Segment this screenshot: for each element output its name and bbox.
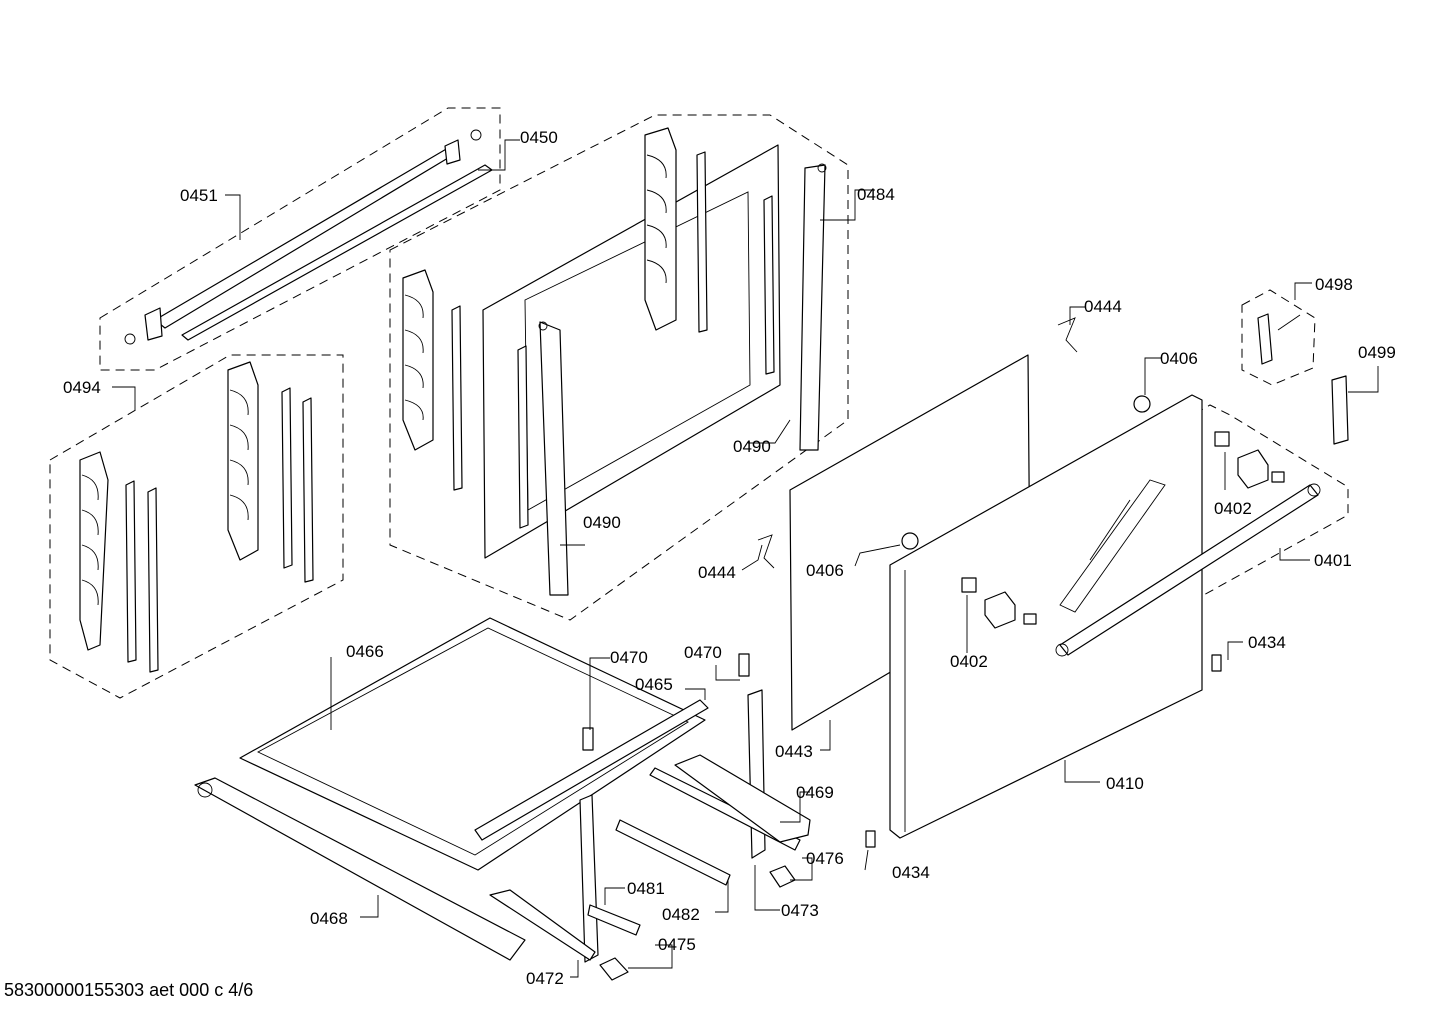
runner-0490-left — [538, 321, 569, 596]
tray-0466 — [239, 617, 709, 871]
label-0434-bottom: 0434 — [892, 863, 930, 882]
label-0475: 0475 — [658, 935, 696, 954]
rail-0451 — [124, 129, 482, 345]
label-0410: 0410 — [1106, 774, 1144, 793]
part-labels: 0451 0450 0484 0494 0490 0490 0444 0444 … — [63, 128, 1396, 988]
label-0490-left: 0490 — [583, 513, 621, 532]
label-0406-right: 0406 — [1160, 349, 1198, 368]
inner-frame-0484 — [402, 127, 781, 559]
label-0494: 0494 — [63, 378, 101, 397]
shelf-support-0494-left — [79, 451, 159, 673]
door-panel-0410 — [889, 394, 1203, 839]
group-outline-0451 — [99, 107, 501, 371]
label-0444-top: 0444 — [1084, 297, 1122, 316]
bracket-0470 — [582, 653, 750, 751]
rail-0450 — [181, 164, 493, 341]
label-0469: 0469 — [796, 783, 834, 802]
label-0444-left: 0444 — [698, 563, 736, 582]
label-0481: 0481 — [627, 879, 665, 898]
label-0443: 0443 — [775, 742, 813, 761]
label-0402-right: 0402 — [1214, 499, 1252, 518]
label-0490-right: 0490 — [733, 437, 771, 456]
label-0484: 0484 — [857, 185, 895, 204]
label-0498: 0498 — [1315, 275, 1353, 294]
strip-0499 — [1331, 375, 1349, 445]
clips-0434 — [865, 654, 1222, 848]
label-0406-left: 0406 — [806, 561, 844, 580]
slide-rail-0468 — [194, 777, 526, 961]
document-id-footer: 58300000155303 aet 000 c 4/6 — [4, 980, 254, 1000]
label-0401: 0401 — [1314, 551, 1352, 570]
rail-0482 — [615, 819, 731, 886]
group-outline-0484 — [389, 114, 849, 621]
label-0482: 0482 — [662, 905, 700, 924]
clip-0476 — [769, 865, 796, 888]
rail-0481 — [587, 904, 641, 936]
group-outline-0494 — [49, 354, 344, 699]
label-0434-right: 0434 — [1248, 633, 1286, 652]
leader-lines — [112, 139, 1379, 978]
frame-0472 — [489, 794, 599, 963]
hinge-0498 — [1257, 313, 1301, 365]
label-0450: 0450 — [520, 128, 558, 147]
label-0465: 0465 — [635, 675, 673, 694]
label-0499: 0499 — [1358, 343, 1396, 362]
label-0472: 0472 — [526, 969, 564, 988]
group-outline-0498 — [1241, 289, 1316, 386]
runner-0490-right — [799, 163, 827, 451]
shelf-support-0494-right — [227, 361, 314, 583]
door-handle-0401 — [1055, 483, 1321, 657]
label-0468: 0468 — [310, 909, 348, 928]
label-0470-left: 0470 — [610, 648, 648, 667]
clip-0475 — [599, 957, 629, 981]
label-0470-right: 0470 — [684, 643, 722, 662]
label-0451: 0451 — [180, 186, 218, 205]
springs-0444 — [757, 317, 1078, 569]
bushings-0406 — [901, 395, 1151, 550]
label-0476: 0476 — [806, 849, 844, 868]
label-0473: 0473 — [781, 901, 819, 920]
support-0469 — [674, 754, 811, 843]
label-0402-left: 0402 — [950, 652, 988, 671]
hinge-blocks-0402 — [961, 431, 1285, 629]
label-0466: 0466 — [346, 642, 384, 661]
